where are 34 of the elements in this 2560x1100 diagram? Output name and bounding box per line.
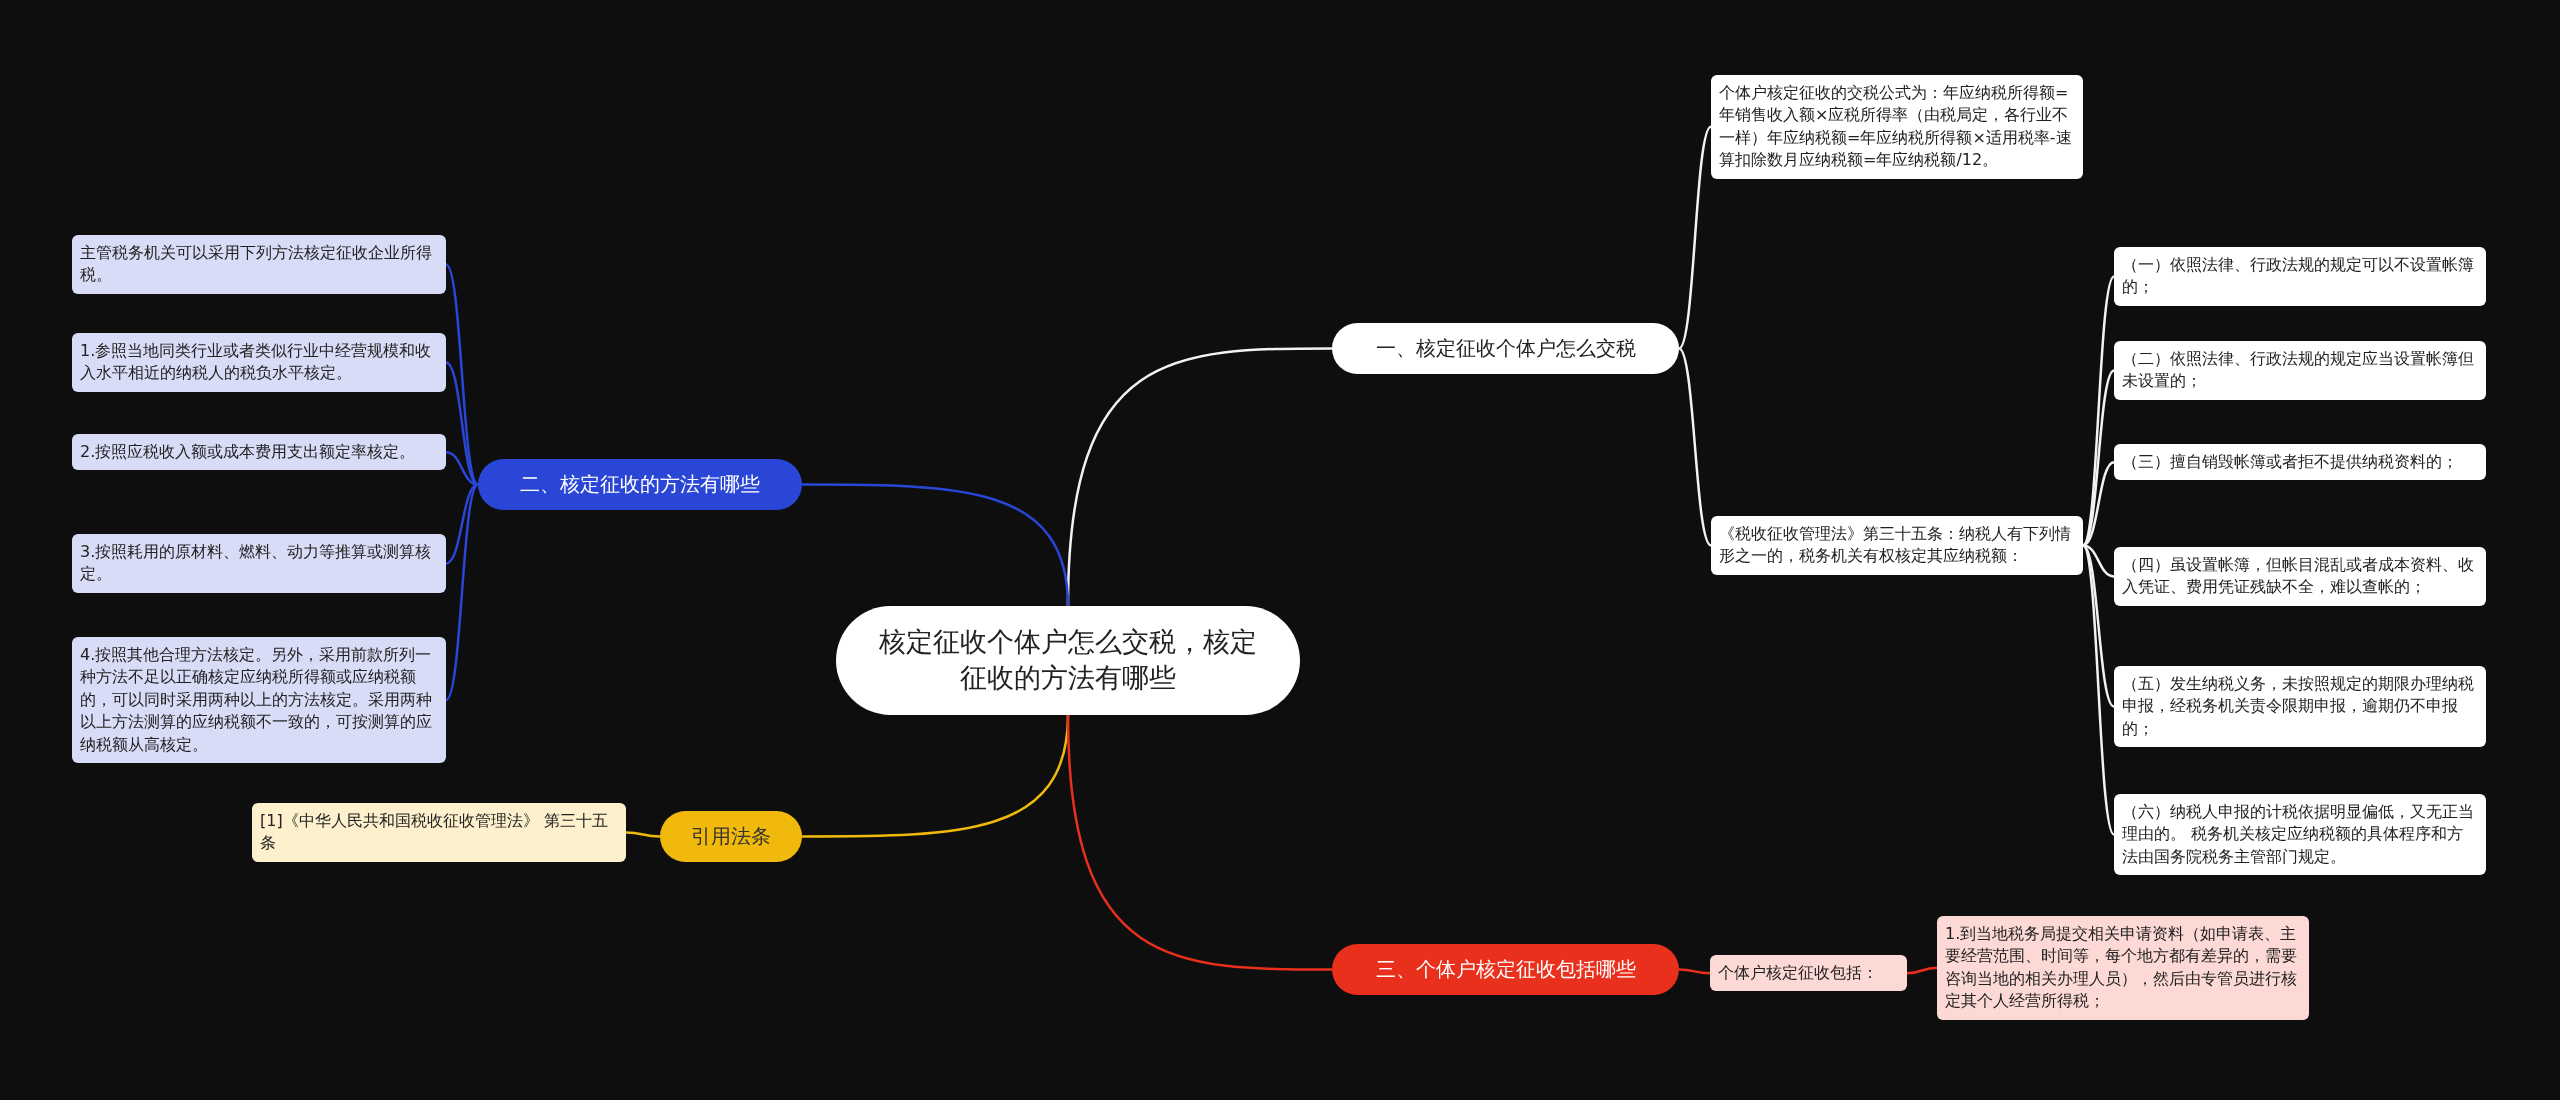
branch-topic: 引用法条 xyxy=(660,811,802,862)
note-box: （二）依照法律、行政法规的规定应当设置帐簿但未设置的； xyxy=(2114,341,2486,400)
connector-line xyxy=(802,483,1070,607)
note-box: 1.到当地税务局提交相关申请资料（如申请表、主要经营范围、时间等，每个地方都有差异的，需要咨询当地的相关办理人员），然后由专管员进行核定其个人经营所得税； xyxy=(1937,916,2309,1020)
connector-line xyxy=(445,483,479,701)
note-box: 个体户核定征收的交税公式为：年应纳税所得额=年销售收入额×应税所得率（由税局定，各行业不一样）年应纳税额=年应纳税所得额×适用税率-速算扣除数月应纳税额=年应纳税额/12。 xyxy=(1711,75,2083,179)
note-box: 《税收征收管理法》第三十五条：纳税人有下列情形之一的，税务机关有权核定其应纳税额： xyxy=(1711,516,2083,575)
note-box: [1]《中华人民共和国税收征收管理法》 第三十五条 xyxy=(252,803,626,862)
note-box: 2.按照应税收入额或成本费用支出额定率核定。 xyxy=(72,434,446,471)
connector-line xyxy=(2081,544,2116,836)
connector-line xyxy=(1678,347,1712,547)
note-box: （一）依照法律、行政法规的规定可以不设置帐簿的； xyxy=(2114,247,2486,306)
connector-line xyxy=(445,483,479,565)
note-box: 3.按照耗用的原材料、燃料、动力等推算或测算核定。 xyxy=(72,534,446,593)
note-box: （五）发生纳税义务，未按照规定的期限办理纳税申报，经税务机关责令限期申报，逾期仍不申报的； xyxy=(2114,666,2486,748)
connector-line xyxy=(1678,968,1711,975)
note-box: 主管税务机关可以采用下列方法核定征收企业所得税。 xyxy=(72,235,446,294)
branch-topic: 一、核定征收个体户怎么交税 xyxy=(1332,323,1679,374)
note-box: （四）虽设置帐簿，但帐目混乱或者成本资料、收入凭证、费用凭证残缺不全，难以查帐的； xyxy=(2114,547,2486,606)
connector-line xyxy=(1906,966,1938,975)
connector-line xyxy=(445,263,479,486)
connector-line xyxy=(625,831,661,838)
connector-line xyxy=(445,361,479,486)
central-topic: 核定征收个体户怎么交税，核定征收的方法有哪些 xyxy=(836,606,1300,715)
note-box: （六）纳税人申报的计税依据明显偏低，又无正当理由的。 税务机关核定应纳税额的具体程序和方法由国务院税务主管部门规定。 xyxy=(2114,794,2486,876)
note-box: 1.参照当地同类行业或者类似行业中经营规模和收入水平相近的纳税人的税负水平核定。 xyxy=(72,333,446,392)
branch-topic: 二、核定征收的方法有哪些 xyxy=(478,459,802,510)
note-box: 4.按照其他合理方法核定。另外，采用前款所列一种方法不足以正确核定应纳税所得额或应纳税额的，可以同时采用两种以上的方法核定。采用两种以上方法测算的应纳税额不一致的，可按测算的应纳税额从高核定。 xyxy=(72,637,446,763)
connector-line xyxy=(1066,714,1332,971)
note-box: （三）擅自销毁帐簿或者拒不提供纳税资料的； xyxy=(2114,444,2486,481)
note-box: 个体户核定征收包括： xyxy=(1710,955,1907,992)
branch-topic: 三、个体户核定征收包括哪些 xyxy=(1332,944,1679,995)
connector-line xyxy=(1678,125,1712,350)
connector-line xyxy=(2082,544,2115,708)
